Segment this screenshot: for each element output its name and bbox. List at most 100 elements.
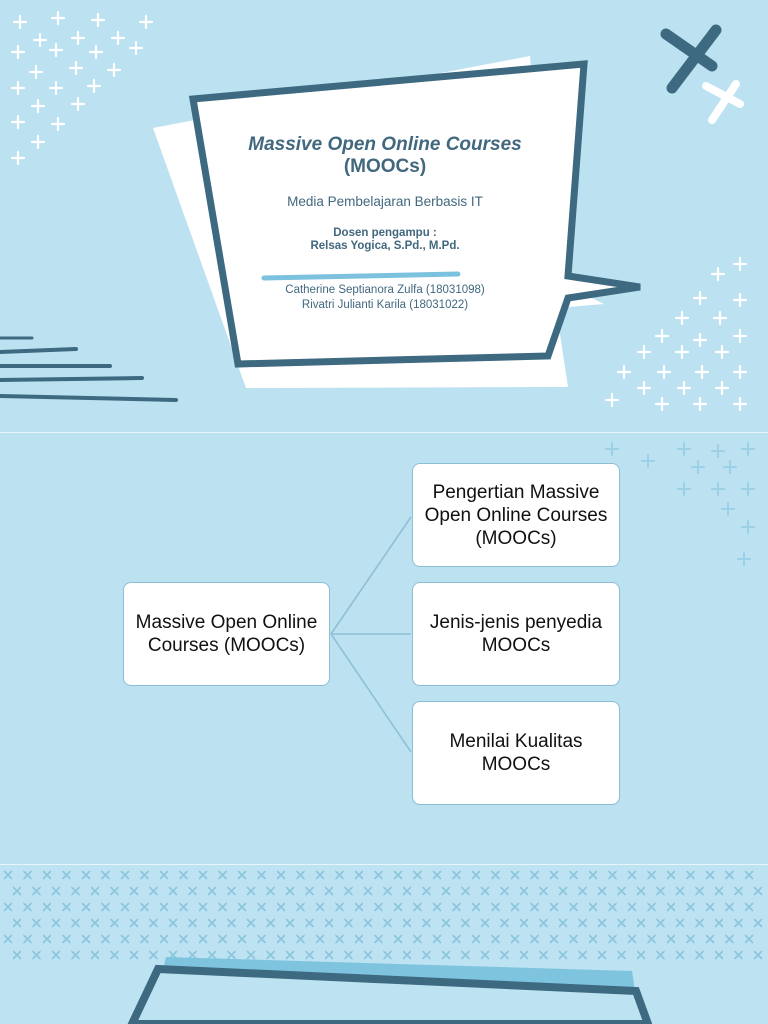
- x-mark: [588, 934, 598, 944]
- x-mark: [354, 934, 364, 944]
- x-mark: [218, 902, 227, 912]
- plus-mark: [714, 380, 730, 396]
- x-mark: [315, 934, 325, 944]
- x-mark: [558, 918, 568, 928]
- x-mark: [101, 870, 110, 880]
- x-mark: [237, 902, 247, 912]
- underline-bar: [261, 271, 461, 281]
- mindmap-slide: Massive Open Online Courses (MOOCs) Peng…: [0, 433, 768, 864]
- plus-pattern-right: [604, 256, 748, 412]
- plus-mark: [616, 364, 632, 380]
- plus-mark: [656, 364, 672, 380]
- x-mark: [686, 934, 695, 944]
- x-mark: [549, 902, 559, 912]
- slide-separator: [0, 864, 768, 865]
- x-mark: [519, 950, 529, 960]
- x-mark: [686, 870, 695, 880]
- x-mark: [539, 950, 548, 960]
- x-mark: [207, 950, 217, 960]
- x-mark: [188, 950, 197, 960]
- x-mark: [344, 886, 353, 896]
- x-mark: [168, 918, 178, 928]
- x-mark: [471, 870, 481, 880]
- x-mark: [491, 934, 500, 944]
- x-mark: [159, 870, 169, 880]
- x-mark: [636, 918, 646, 928]
- x-mark: [285, 886, 295, 896]
- x-mark: [32, 886, 41, 896]
- x-mark: [588, 902, 598, 912]
- slide-separator: [0, 432, 768, 433]
- x-mark: [335, 902, 344, 912]
- plus-mark: [641, 454, 655, 468]
- x-mark: [237, 934, 247, 944]
- x-mark: [257, 934, 266, 944]
- x-mark: [198, 870, 208, 880]
- x-mark: [617, 886, 626, 896]
- x-mark: [227, 918, 236, 928]
- x-mark: [140, 934, 149, 944]
- x-cross-white: [702, 80, 744, 124]
- x-mark: [695, 950, 704, 960]
- x-mark: [413, 870, 422, 880]
- plus-mark: [692, 396, 708, 412]
- x-mark: [374, 870, 383, 880]
- x-mark: [422, 918, 431, 928]
- plus-mark: [48, 80, 64, 96]
- x-mark: [500, 950, 509, 960]
- x-mark: [3, 870, 13, 880]
- x-mark: [597, 886, 607, 896]
- x-mark: [666, 902, 676, 912]
- x-mark: [237, 870, 247, 880]
- x-mark: [324, 918, 334, 928]
- x-mark: [558, 886, 568, 896]
- x-mark: [617, 950, 626, 960]
- x-mark: [285, 918, 295, 928]
- x-mark: [188, 918, 197, 928]
- x-mark: [129, 950, 139, 960]
- plus-mark: [732, 292, 748, 308]
- title-tail: (MOOCs): [343, 156, 427, 177]
- plus-mark: [732, 328, 748, 344]
- author-2: Rivatri Julianti Karila (18031022): [301, 299, 469, 311]
- x-mark: [734, 918, 743, 928]
- x-mark: [636, 886, 646, 896]
- x-mark: [725, 934, 734, 944]
- x-mark: [656, 950, 665, 960]
- x-mark: [363, 950, 373, 960]
- x-mark: [480, 918, 490, 928]
- plus-mark: [30, 134, 46, 150]
- x-mark: [296, 902, 305, 912]
- x-mark: [402, 886, 412, 896]
- x-mark: [491, 902, 500, 912]
- x-mark: [491, 870, 500, 880]
- x-mark: [159, 934, 169, 944]
- x-mark: [452, 870, 461, 880]
- x-mark: [480, 886, 490, 896]
- x-mark: [110, 886, 119, 896]
- x-mark: [452, 934, 461, 944]
- x-mark: [675, 886, 685, 896]
- x-mark: [266, 950, 275, 960]
- x-pattern: [3, 870, 763, 960]
- plus-mark: [677, 482, 691, 496]
- x-mark: [530, 934, 539, 944]
- x-mark: [558, 950, 568, 960]
- x-mark: [569, 934, 578, 944]
- x-mark: [42, 870, 52, 880]
- plus-mark: [68, 60, 84, 76]
- x-mark: [656, 886, 665, 896]
- x-mark: [120, 902, 130, 912]
- x-mark: [81, 870, 91, 880]
- x-mark: [519, 918, 529, 928]
- x-mark: [393, 902, 403, 912]
- x-mark: [179, 934, 188, 944]
- x-mark: [734, 950, 743, 960]
- mindmap-root-node: Massive Open Online Courses (MOOCs): [123, 582, 330, 686]
- plus-mark: [723, 460, 737, 474]
- plus-mark: [604, 392, 620, 408]
- x-mark: [344, 950, 353, 960]
- plus-mark: [70, 96, 86, 112]
- title-slide: Massive Open Online Courses (MOOCs) Medi…: [0, 0, 768, 432]
- x-mark: [315, 902, 325, 912]
